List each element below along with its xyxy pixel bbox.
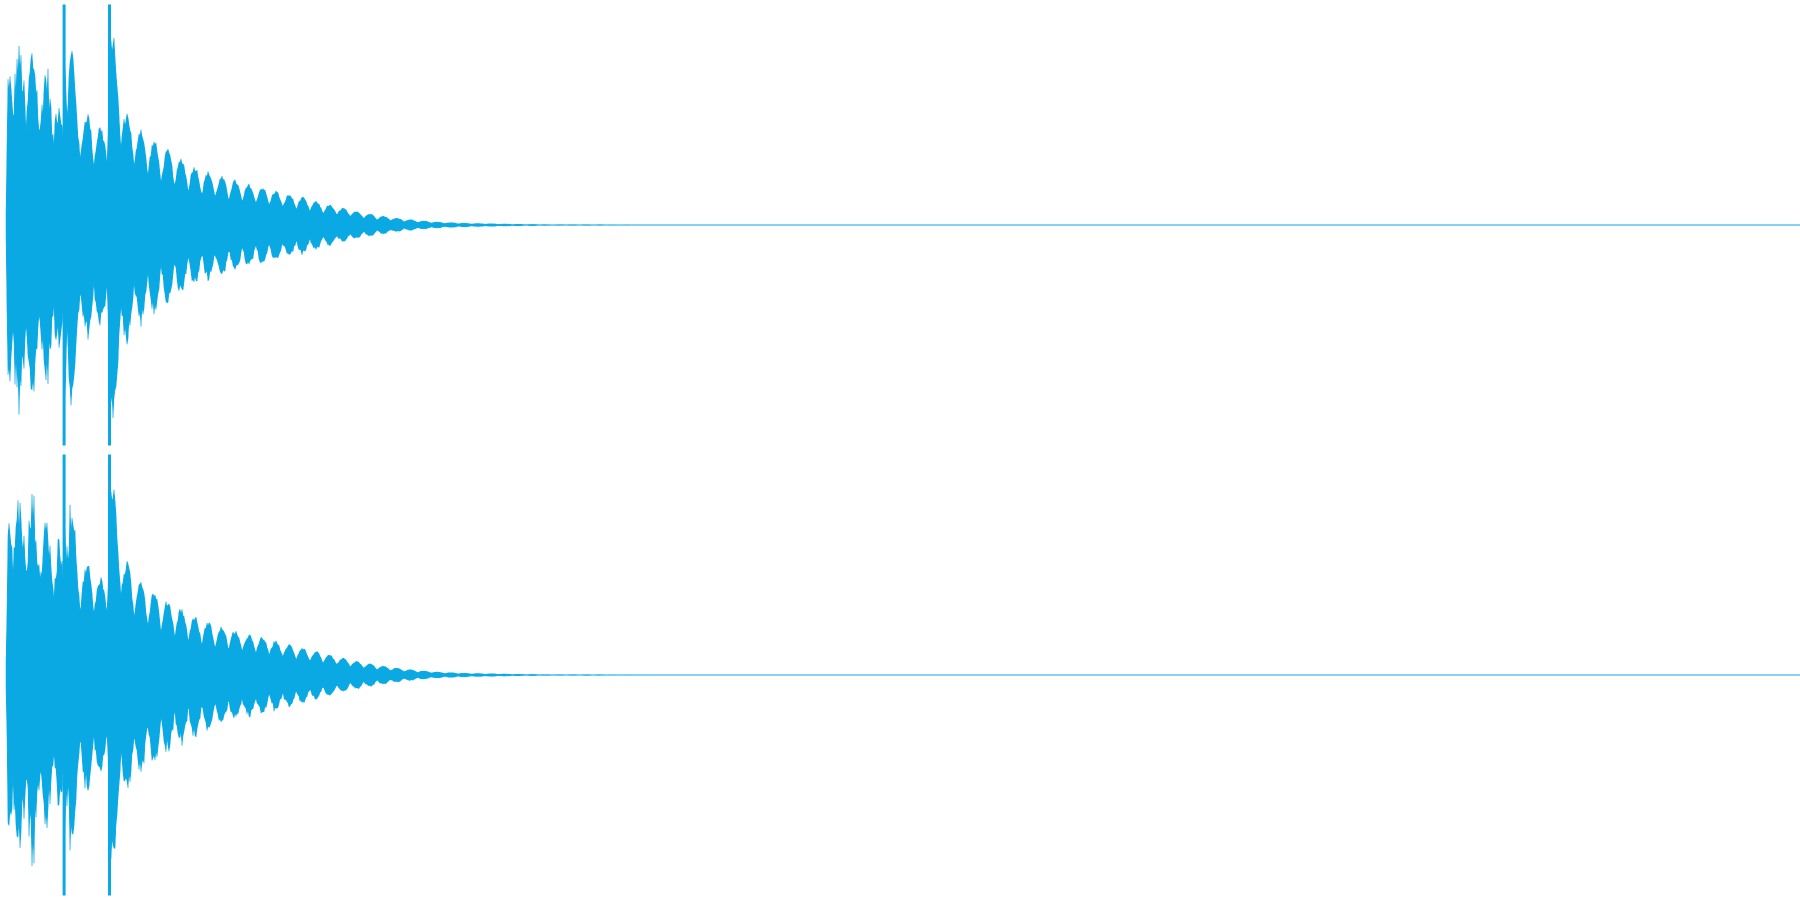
waveform-envelope <box>5 37 907 419</box>
waveform-envelope <box>5 489 907 867</box>
channel-bottom-waveform <box>5 454 1800 896</box>
channel-top-waveform <box>5 4 1800 446</box>
